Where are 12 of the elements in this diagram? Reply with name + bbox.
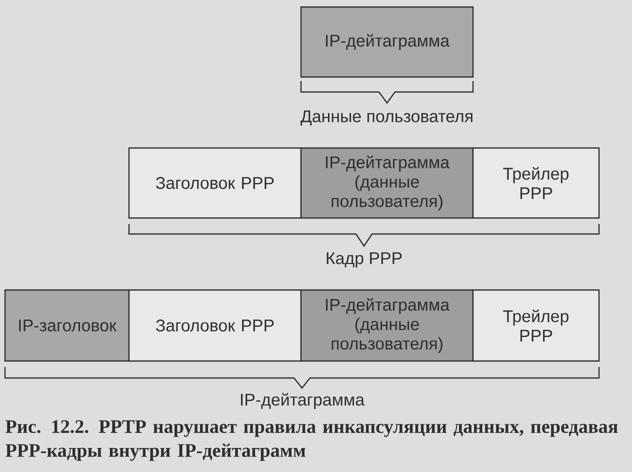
header-cell: Заголовок PPP — [128, 289, 302, 362]
header-cell: Заголовок PPP — [128, 147, 302, 219]
datagram-box: IP-дейтаграмма — [300, 6, 474, 78]
figure-caption: Рис. 12.2. PPTP нарушает правила инкапсуляции данных, передавая PPP-кадры внутри IP-дейтаграмм — [6, 420, 618, 461]
brace-label: IP-дейтаграмма — [241, 392, 365, 410]
payload-cell: IP-дейтаграмма (данные пользователя) — [300, 289, 474, 362]
trailer-cell: Трейлер PPP — [472, 289, 600, 362]
header-cell: IP-заголовок — [4, 289, 130, 362]
trailer-cell: Трейлер PPP — [472, 147, 600, 219]
brace-label: Данные пользователя — [300, 110, 472, 126]
brace-label: Кадр PPP — [326, 252, 402, 268]
payload-cell: IP-дейтаграмма (данные пользователя) — [300, 147, 474, 219]
